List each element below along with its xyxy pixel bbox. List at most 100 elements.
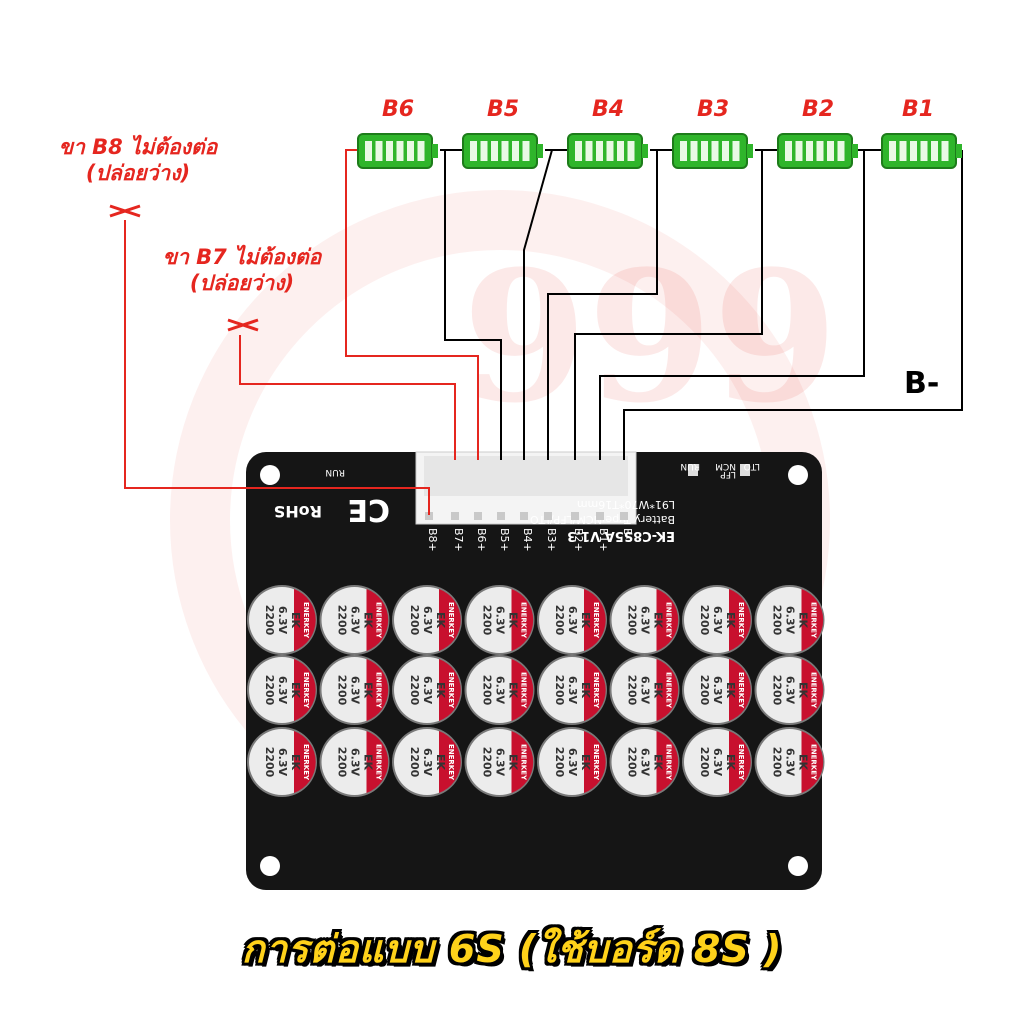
svg-text:ENERKEY: ENERKEY (375, 672, 383, 709)
pin-label: B3+ (545, 528, 558, 552)
svg-text:EK: EK (362, 754, 375, 771)
svg-text:6.3V: 6.3V (421, 676, 434, 704)
svg-text:ENERKEY: ENERKEY (665, 744, 673, 781)
pin-label: B- (621, 528, 634, 540)
svg-text:EK: EK (652, 754, 665, 771)
wire-b6 (345, 149, 479, 460)
svg-text:6.3V: 6.3V (276, 606, 289, 634)
svg-text:EK: EK (434, 754, 447, 771)
pin-pad (620, 512, 628, 520)
svg-text:EK: EK (507, 612, 520, 629)
svg-text:ENERKEY: ENERKEY (447, 744, 455, 781)
svg-text:6.3V: 6.3V (421, 606, 434, 634)
svg-text:EK: EK (724, 754, 737, 771)
svg-text:6.3V: 6.3V (276, 676, 289, 704)
board-dimensions: L91*W70*T16mm (577, 498, 675, 511)
svg-text:6.3V: 6.3V (494, 748, 507, 776)
pin-pad (451, 512, 459, 520)
svg-text:2200: 2200 (771, 747, 784, 778)
svg-text:ENERKEY: ENERKEY (302, 672, 310, 709)
svg-text:2200: 2200 (481, 747, 494, 778)
svg-text:ENERKEY: ENERKEY (737, 744, 745, 781)
battery-icon (672, 133, 753, 169)
svg-text:EK: EK (362, 682, 375, 699)
mount-hole (260, 856, 280, 876)
svg-text:ENERKEY: ENERKEY (737, 602, 745, 639)
pin-pad (596, 512, 604, 520)
pin-label: B8+ (426, 528, 439, 552)
pin-pad (571, 512, 579, 520)
pin-label: B1+ (597, 528, 610, 552)
switch-label: RUN (680, 461, 700, 471)
note-b7-line1: ขา B7 ไม่ต้องต่อ (162, 245, 322, 269)
pin-pad (544, 512, 552, 520)
svg-text:ENERKEY: ENERKEY (520, 672, 528, 709)
svg-text:6.3V: 6.3V (784, 748, 797, 776)
cell-label-b1: B1 (901, 97, 935, 122)
svg-text:EK: EK (289, 754, 302, 771)
svg-text:2200: 2200 (771, 675, 784, 706)
pin-pad (474, 512, 482, 520)
svg-text:6.3V: 6.3V (276, 748, 289, 776)
board-model: EK-C8S5A V1.3 (567, 528, 675, 543)
svg-text:EK: EK (652, 682, 665, 699)
svg-text:6.3V: 6.3V (566, 606, 579, 634)
svg-text:2200: 2200 (263, 675, 276, 706)
wire-b4 (523, 149, 553, 460)
svg-text:2200: 2200 (263, 605, 276, 636)
svg-text:EK: EK (434, 682, 447, 699)
svg-text:2200: 2200 (626, 605, 639, 636)
svg-text:EK: EK (362, 612, 375, 629)
svg-text:2200: 2200 (698, 747, 711, 778)
svg-text:EK: EK (579, 754, 592, 771)
run-silk: RUN (325, 467, 345, 477)
svg-text:6.3V: 6.3V (639, 748, 652, 776)
wire-b3 (547, 150, 658, 460)
svg-text:6.3V: 6.3V (494, 676, 507, 704)
svg-text:ENERKEY: ENERKEY (302, 744, 310, 781)
svg-text:ENERKEY: ENERKEY (592, 744, 600, 781)
svg-text:EK: EK (724, 612, 737, 629)
x-marker (227, 318, 259, 332)
cell-label-b3: B3 (696, 97, 730, 122)
balancer-board: EK-C8S5A V1.3 Battery Type:NCM/LFP/LTO L… (246, 451, 825, 890)
pin-pad (425, 512, 433, 520)
wires-unused (124, 149, 479, 515)
battery-icon (357, 133, 438, 169)
svg-text:6.3V: 6.3V (784, 676, 797, 704)
svg-text:2200: 2200 (481, 605, 494, 636)
svg-text:2200: 2200 (336, 605, 349, 636)
svg-text:ENERKEY: ENERKEY (810, 602, 818, 639)
svg-text:EK: EK (797, 612, 810, 629)
wire-b2 (574, 150, 763, 460)
svg-text:2200: 2200 (553, 747, 566, 778)
svg-text:ENERKEY: ENERKEY (520, 744, 528, 781)
pin-pad (497, 512, 505, 520)
svg-text:EK: EK (579, 682, 592, 699)
svg-text:EK: EK (507, 682, 520, 699)
svg-text:EK: EK (434, 612, 447, 629)
svg-text:2200: 2200 (553, 675, 566, 706)
battery-icon (462, 133, 543, 169)
svg-text:EK: EK (724, 682, 737, 699)
rohs-mark: RoHS (274, 502, 322, 521)
ce-mark: CE (347, 492, 390, 527)
svg-text:ENERKEY: ENERKEY (810, 672, 818, 709)
svg-text:2200: 2200 (698, 675, 711, 706)
svg-text:EK: EK (652, 612, 665, 629)
